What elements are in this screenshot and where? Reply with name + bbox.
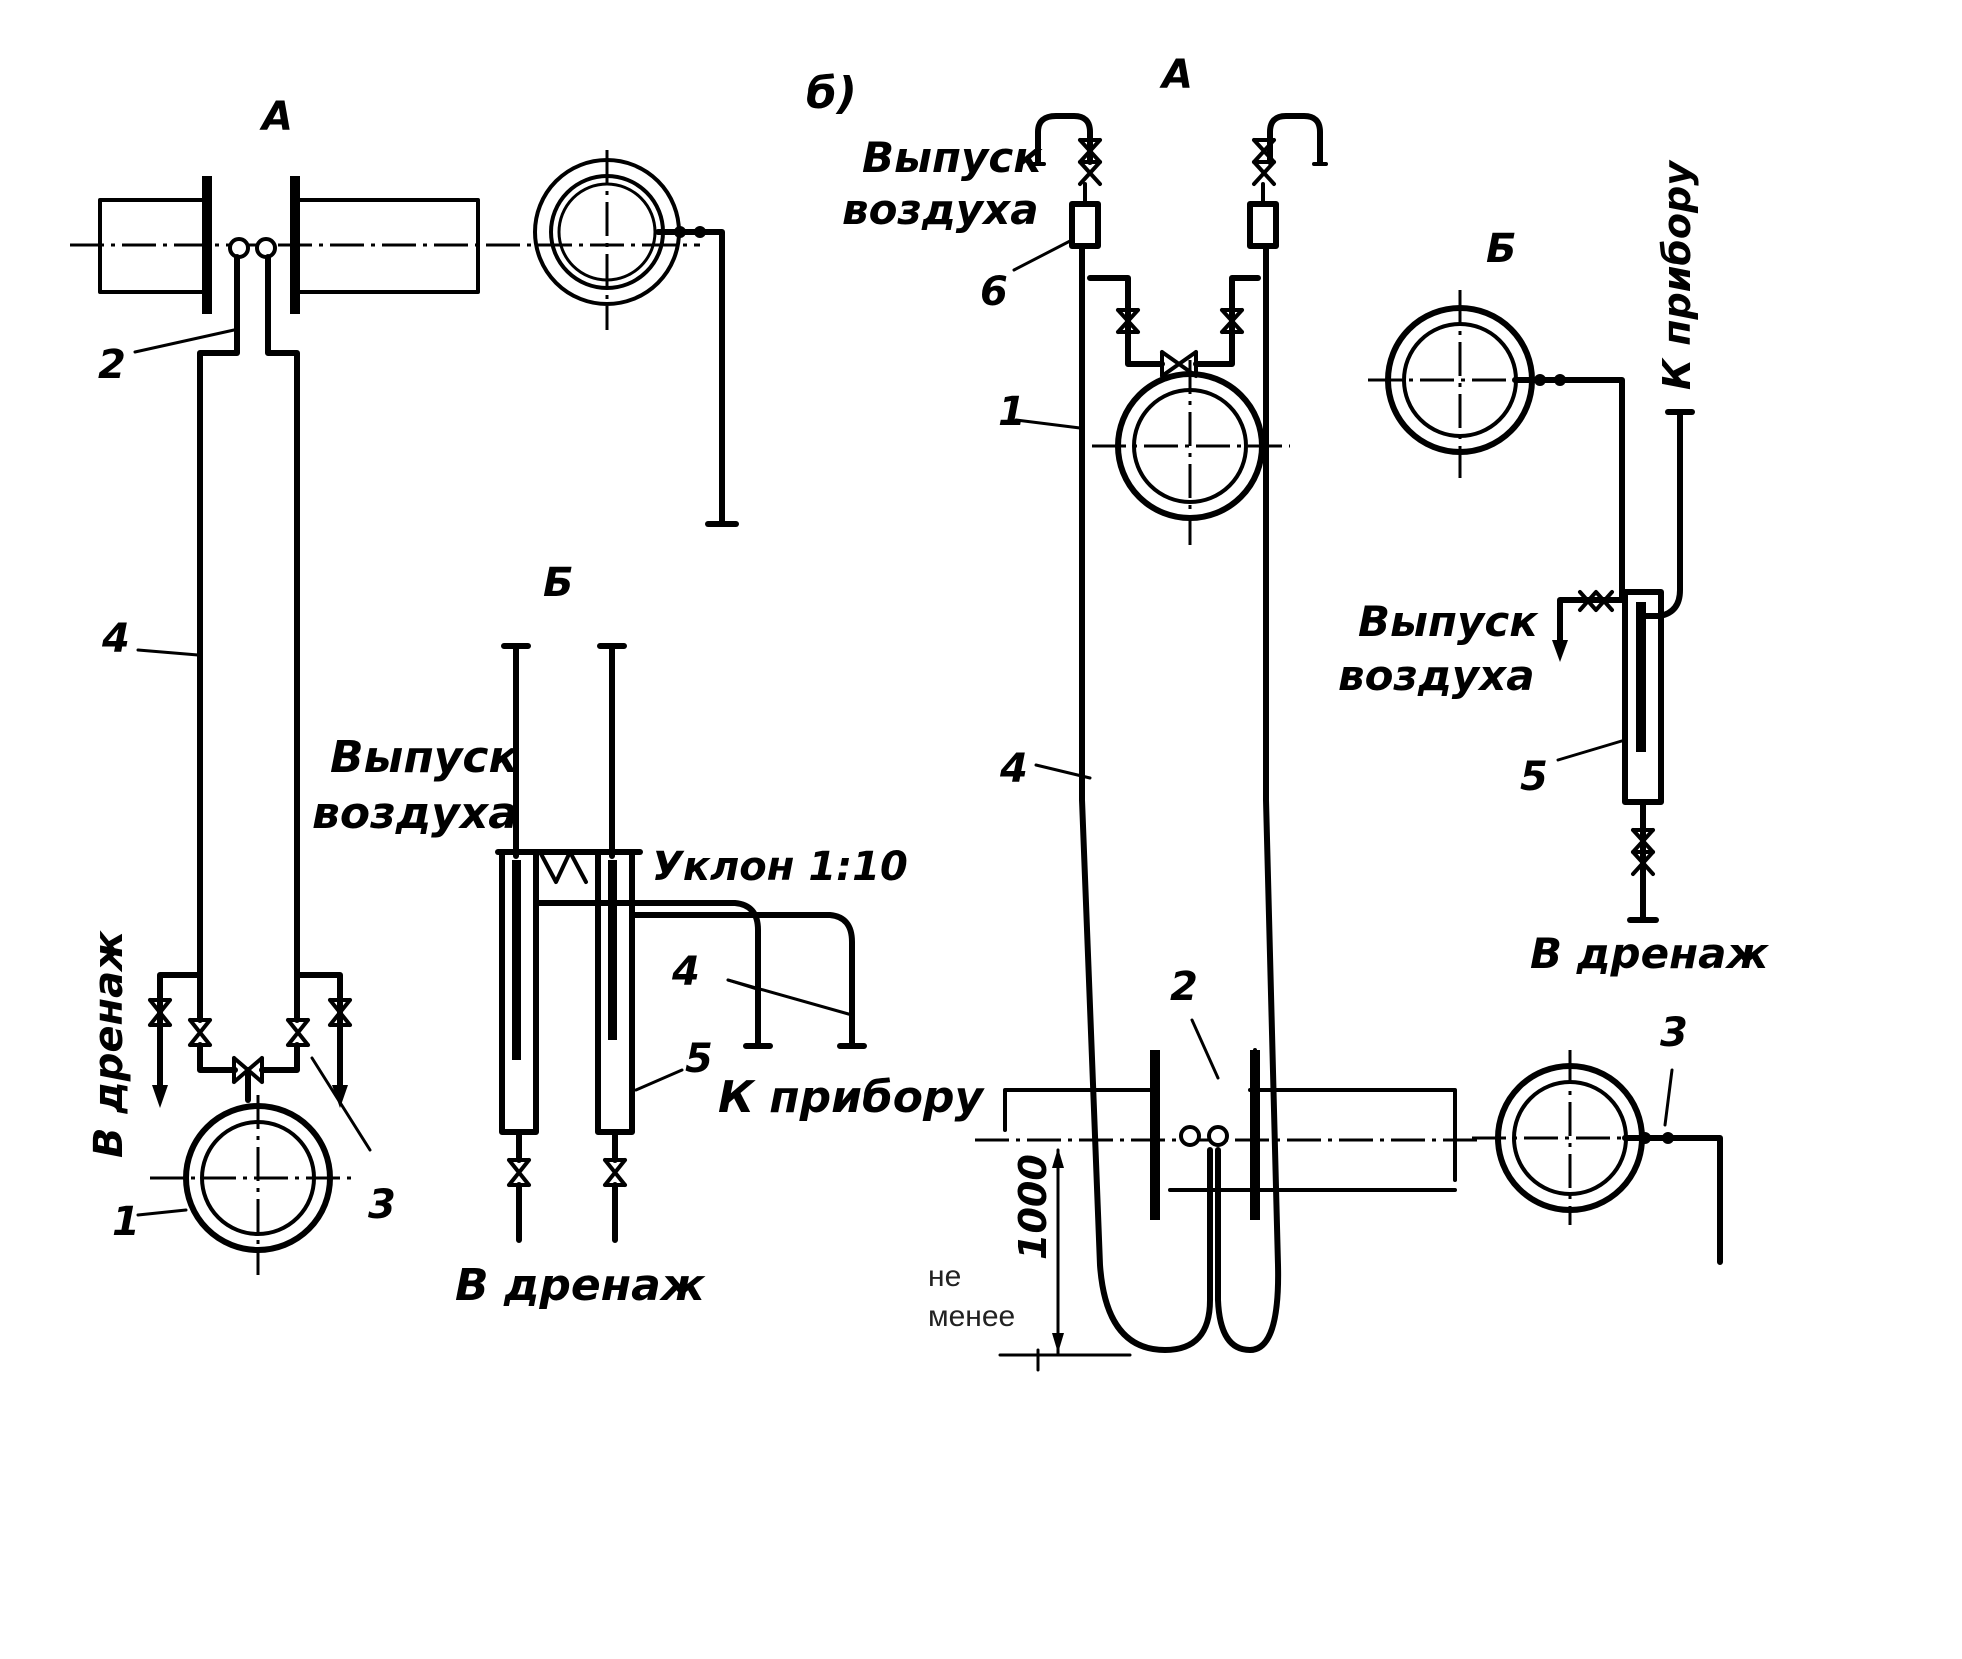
right-dimension-label: 1000 <box>1011 1154 1055 1260</box>
left-impulse-line-a <box>197 254 240 1023</box>
right-flange-2 <box>1250 1050 1260 1220</box>
left-flange-2 <box>290 176 300 314</box>
right-callout-2: 2 <box>1170 964 1198 1010</box>
left-flange-1 <box>202 176 212 314</box>
right-view-a: б) А Выпуск воздуха 6 1 4 2 3 1000 не ме… <box>806 52 1723 1372</box>
right-note-line2: менее <box>928 1300 1015 1333</box>
left-view-a-label: А <box>259 94 293 140</box>
right-flange-1 <box>1150 1050 1160 1220</box>
right-air-release-top-line1: Выпуск <box>862 133 1043 182</box>
right-callout-6: 6 <box>980 269 1008 315</box>
left-drain-bottom-label: В дренаж <box>455 1260 706 1311</box>
right-top-cross-section <box>1368 290 1560 478</box>
right-leader-2 <box>1190 1018 1220 1080</box>
left-to-device-label: К прибору <box>718 1072 985 1123</box>
right-air-release-mid-line2: воздуха <box>1338 651 1535 700</box>
left-view-b-label: Б <box>543 560 574 606</box>
right-impulse-line-b <box>1215 243 1282 1353</box>
left-callout-3: 3 <box>368 1182 396 1228</box>
right-to-device-label: К прибору <box>1655 159 1699 390</box>
right-leader-5 <box>1556 738 1627 762</box>
right-pipe-outline <box>1003 1048 1457 1192</box>
left-slope-label: Уклон 1:10 <box>652 844 908 890</box>
right-vessel-6a <box>1069 201 1101 249</box>
left-view-b: Б Выпуск воздуха Уклон 1:10 4 5 К прибор… <box>312 560 985 1311</box>
left-leader-1 <box>136 1208 188 1217</box>
left-leader-4 <box>136 648 200 657</box>
left-slope-line-1 <box>533 900 761 1049</box>
left-callout-4: 4 <box>101 616 130 662</box>
left-callout-5: 5 <box>685 1036 713 1082</box>
left-tap-1 <box>228 237 250 259</box>
left-top-cross-section <box>533 150 739 527</box>
right-bottom-cross-section <box>1472 1050 1723 1265</box>
left-tap-2 <box>255 237 277 259</box>
left-callout-2: 2 <box>98 342 126 388</box>
right-vessel-6b <box>1247 201 1279 249</box>
right-leader-4 <box>1034 763 1092 780</box>
right-air-release-top-line2: воздуха <box>842 185 1039 234</box>
left-air-release-line2: воздуха <box>312 788 518 839</box>
right-leader-6 <box>1012 238 1074 272</box>
right-note-line1: не <box>928 1260 961 1293</box>
right-impulse-line-a <box>1079 243 1213 1353</box>
right-callout-3: 3 <box>1660 1010 1688 1056</box>
right-view-a-label: А <box>1159 52 1193 98</box>
left-leader-3 <box>310 1056 372 1152</box>
left-callout-4b: 4 <box>671 949 700 995</box>
right-air-release-mid-line1: Выпуск <box>1358 597 1539 646</box>
right-leader-1 <box>1014 418 1082 430</box>
left-drain-manifold <box>148 972 352 1108</box>
left-impulse-line-b <box>265 254 300 1023</box>
right-callout-4: 4 <box>999 746 1028 792</box>
right-drain-label: В дренаж <box>1530 929 1769 978</box>
right-callout-1: 1 <box>998 389 1026 435</box>
left-air-release-line1: Выпуск <box>330 732 519 783</box>
left-leader-2 <box>133 328 236 354</box>
right-view-b: Б К прибору Выпуск воздуха 5 В дренаж <box>1338 159 1769 978</box>
right-view-b-label: Б <box>1486 226 1517 272</box>
left-pipe-outline <box>98 198 480 294</box>
right-panel-label: б) <box>806 68 857 119</box>
left-drain-vertical-label: В дренаж <box>86 930 132 1158</box>
left-view-a: А 2 4 1 3 В дренаж <box>70 94 739 1275</box>
left-bottom-cross-section <box>150 1095 355 1275</box>
right-callout-5: 5 <box>1520 754 1548 800</box>
left-callout-1: 1 <box>112 1199 140 1245</box>
left-slope-line-2 <box>629 912 855 1049</box>
